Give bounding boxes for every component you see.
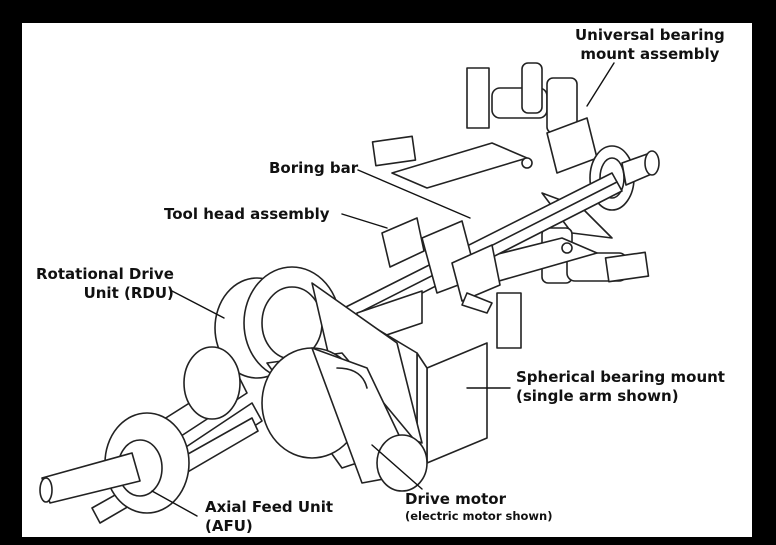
label-boring-bar: Boring bar xyxy=(269,159,359,177)
boring-machine-illustration xyxy=(39,62,660,524)
label-rotational-drive-unit: Rotational Drive Unit (RDU) xyxy=(36,265,174,302)
tool-head-assembly xyxy=(381,217,501,314)
drive-motor xyxy=(261,347,428,492)
label-drive-motor: Drive motor (electric motor shown) xyxy=(405,490,553,523)
axial-feed-unit xyxy=(39,346,263,524)
diagram-panel: Universal bearing mount assembly Boring … xyxy=(22,23,752,537)
label-axial-feed-unit: Axial Feed Unit (AFU) xyxy=(205,498,334,535)
leader-lines xyxy=(151,62,615,517)
label-universal-bearing-mount: Universal bearing mount assembly xyxy=(575,26,725,63)
label-tool-head-assembly: Tool head assembly xyxy=(164,205,330,223)
label-spherical-bearing-mount: Spherical bearing mount (single arm show… xyxy=(516,368,725,405)
